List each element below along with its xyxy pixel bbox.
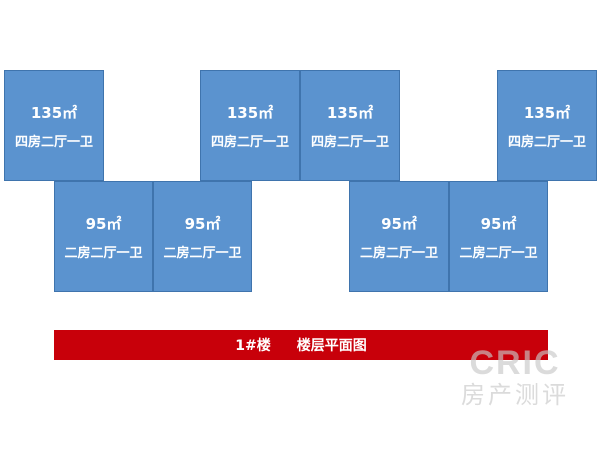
unit-layout: 二房二厅一卫 [459, 245, 538, 261]
unit-layout: 四房二厅一卫 [14, 134, 93, 150]
unit-135-block: 135㎡ 四房二厅一卫 [300, 70, 400, 181]
unit-135-block: 135㎡ 四房二厅一卫 [497, 70, 597, 181]
unit-95-block: 95㎡ 二房二厅一卫 [449, 181, 548, 292]
unit-area: 135㎡ [30, 103, 78, 122]
unit-layout: 四房二厅一卫 [507, 134, 586, 150]
unit-area: 135㎡ [523, 103, 571, 122]
cric-watermark: CRIC 房产测评 [455, 346, 575, 426]
watermark-brand: CRIC [469, 344, 561, 382]
floor-plan-banner: 1#楼 楼层平面图 [54, 330, 548, 360]
unit-area: 95㎡ [381, 214, 417, 233]
floor-plan-caption: 楼层平面图 [296, 338, 367, 354]
unit-layout: 二房二厅一卫 [359, 245, 438, 261]
unit-layout: 二房二厅一卫 [163, 245, 242, 261]
unit-layout: 四房二厅一卫 [310, 134, 389, 150]
unit-135-block: 135㎡ 四房二厅一卫 [200, 70, 300, 181]
unit-layout: 四房二厅一卫 [210, 134, 289, 150]
unit-area: 135㎡ [326, 103, 374, 122]
unit-area: 95㎡ [184, 214, 221, 233]
unit-135-block: 135㎡ 四房二厅一卫 [4, 70, 104, 181]
unit-layout: 二房二厅一卫 [64, 245, 143, 261]
building-number: 1#楼 [235, 338, 271, 354]
unit-95-block: 95㎡ 二房二厅一卫 [153, 181, 252, 292]
unit-area: 95㎡ [480, 214, 517, 233]
unit-area: 135㎡ [226, 103, 274, 122]
unit-area: 95㎡ [85, 214, 122, 233]
unit-95-block: 95㎡ 二房二厅一卫 [54, 181, 153, 292]
watermark-subtitle: 房产测评 [461, 382, 569, 409]
unit-95-block: 95㎡ 二房二厅一卫 [349, 181, 449, 292]
